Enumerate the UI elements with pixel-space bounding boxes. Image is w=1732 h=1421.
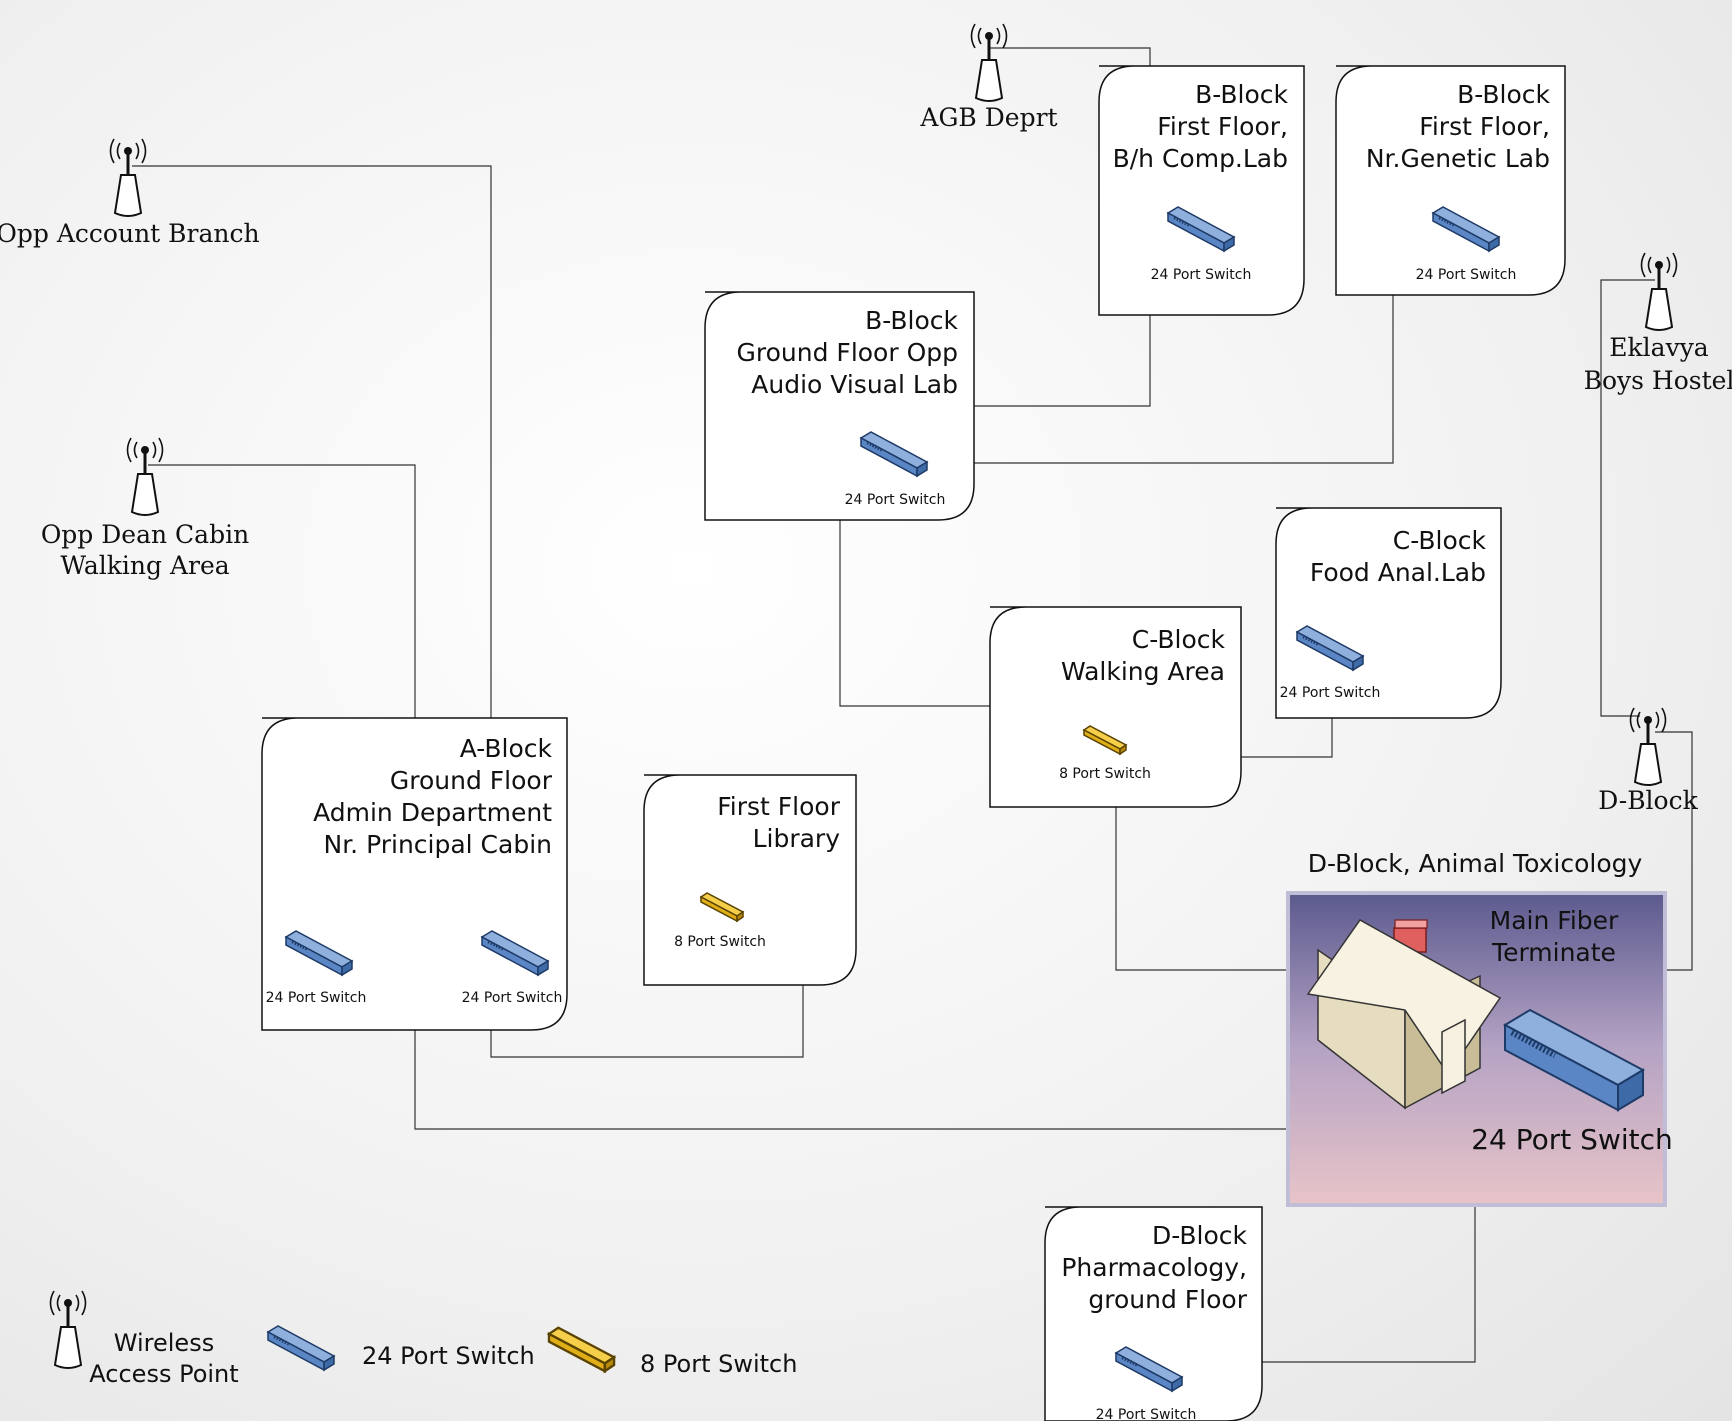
- access-point-opp-account: Opp Account Branch: [0, 137, 260, 248]
- node-label: First Floor,: [1419, 112, 1550, 141]
- node-label: First Floor,: [1157, 112, 1288, 141]
- main-fiber-line1: Main Fiber: [1490, 906, 1619, 935]
- main-fiber-terminate: D-Block, Animal Toxicology Main Fiber Te…: [1286, 849, 1673, 1207]
- node-label: Audio Visual Lab: [751, 370, 958, 399]
- node-c-block-walking-area: C-Block Walking Area 8 Port Switch: [989, 606, 1242, 808]
- node-label: B-Block: [865, 306, 958, 335]
- node-label: Nr. Principal Cabin: [324, 830, 553, 859]
- link-opp-dean: [148, 464, 416, 718]
- ap-label: Opp Dean Cabin: [41, 520, 249, 549]
- main-fiber-heading: D-Block, Animal Toxicology: [1308, 849, 1643, 878]
- ap-label: D-Block: [1598, 786, 1698, 815]
- node-label: B-Block: [1457, 80, 1550, 109]
- wireless-ap-icon: [49, 1289, 87, 1370]
- node-b-block-genetic-lab: B-Block First Floor, Nr.Genetic Lab 24 P…: [1335, 65, 1566, 296]
- link-bgenetic-bground: [974, 295, 1394, 464]
- legend: Wireless Access Point 24 Port Switch 8 P…: [49, 1289, 797, 1388]
- node-label: B/h Comp.Lab: [1113, 144, 1288, 173]
- node-label: Ground Floor: [390, 766, 553, 795]
- link-main-pharma: [1262, 1205, 1476, 1363]
- node-first-floor-library: First Floor Library 8 Port Switch: [643, 774, 857, 986]
- link-agb: [989, 47, 1151, 66]
- ap-label: Eklavya: [1609, 333, 1709, 362]
- node-a-block: A-Block Ground Floor Admin Department Nr…: [261, 717, 568, 1031]
- link-dblock-main: [1655, 731, 1693, 971]
- node-b-block-ground-floor: B-Block Ground Floor Opp Audio Visual La…: [704, 291, 975, 521]
- node-d-block-pharmacology: D-Block Pharmacology, ground Floor 24 Po…: [1044, 1206, 1263, 1421]
- link-a-library: [490, 985, 804, 1058]
- legend-24-port-label: 24 Port Switch: [362, 1342, 535, 1370]
- link-eklavya-dblock: [1600, 279, 1655, 717]
- node-label: C-Block: [1393, 526, 1487, 555]
- link-cfood-cwalking: [1241, 718, 1333, 758]
- access-point-agb: AGB Deprt: [919, 22, 1058, 132]
- main-fiber-line2: Terminate: [1491, 938, 1616, 967]
- wireless-ap-icon: [1629, 706, 1667, 787]
- switch-label: 24 Port Switch: [1280, 685, 1381, 701]
- 24-port-switch-icon: [266, 1324, 336, 1372]
- ap-label: Boys Hostel: [1584, 366, 1732, 395]
- main-fiber-switch-label: 24 Port Switch: [1471, 1123, 1673, 1156]
- wireless-ap-icon: [109, 137, 147, 218]
- node-label: Walking Area: [1061, 657, 1225, 686]
- node-label: B-Block: [1195, 80, 1288, 109]
- link-opp-account: [132, 165, 492, 718]
- ap-label: Opp Account Branch: [0, 219, 260, 248]
- node-label: D-Block: [1152, 1221, 1248, 1250]
- link-bcomp-bground: [974, 315, 1151, 407]
- link-bground-cwalking: [839, 520, 990, 707]
- node-label: C-Block: [1132, 625, 1226, 654]
- switch-label: 24 Port Switch: [266, 990, 367, 1006]
- access-point-eklavya: Eklavya Boys Hostel: [1584, 251, 1732, 395]
- switch-label: 24 Port Switch: [462, 990, 563, 1006]
- node-label: Pharmacology,: [1061, 1253, 1247, 1282]
- node-label: Admin Department: [313, 798, 552, 827]
- switch-label: 24 Port Switch: [1416, 267, 1517, 283]
- 24-port-switch-icon: [1502, 1008, 1646, 1112]
- access-point-opp-dean: Opp Dean Cabin Walking Area: [41, 436, 249, 580]
- node-label: ground Floor: [1088, 1285, 1247, 1314]
- node-b-block-comp-lab: B-Block First Floor, B/h Comp.Lab 24 Por…: [1098, 65, 1305, 316]
- switch-label: 8 Port Switch: [1059, 766, 1151, 782]
- switch-label: 24 Port Switch: [1096, 1407, 1197, 1421]
- legend-8-port-label: 8 Port Switch: [640, 1350, 797, 1378]
- node-label: Ground Floor Opp: [737, 338, 958, 367]
- wireless-ap-icon: [1640, 251, 1678, 332]
- link-cwalking-main: [1115, 807, 1288, 971]
- switch-label: 8 Port Switch: [674, 934, 766, 950]
- house-icon: [1306, 919, 1502, 1110]
- node-c-block-food-lab: C-Block Food Anal.Lab 24 Port Switch: [1275, 507, 1502, 719]
- legend-wireless-line1: Wireless: [114, 1329, 214, 1357]
- node-label: First Floor: [717, 792, 840, 821]
- node-label: A-Block: [460, 734, 553, 763]
- wireless-ap-icon: [970, 22, 1008, 103]
- 8-port-switch-icon: [547, 1326, 616, 1373]
- node-label: Library: [753, 824, 841, 853]
- node-label: Nr.Genetic Lab: [1366, 144, 1550, 173]
- ap-label: AGB Deprt: [919, 103, 1057, 132]
- access-point-d-block: D-Block: [1598, 706, 1699, 815]
- node-label: Food Anal.Lab: [1310, 558, 1486, 587]
- ap-label: Walking Area: [60, 551, 229, 580]
- switch-label: 24 Port Switch: [1151, 267, 1252, 283]
- switch-label: 24 Port Switch: [845, 492, 946, 508]
- wireless-ap-icon: [126, 436, 164, 517]
- link-a-main: [414, 1030, 1288, 1130]
- legend-wireless-line2: Access Point: [89, 1360, 238, 1388]
